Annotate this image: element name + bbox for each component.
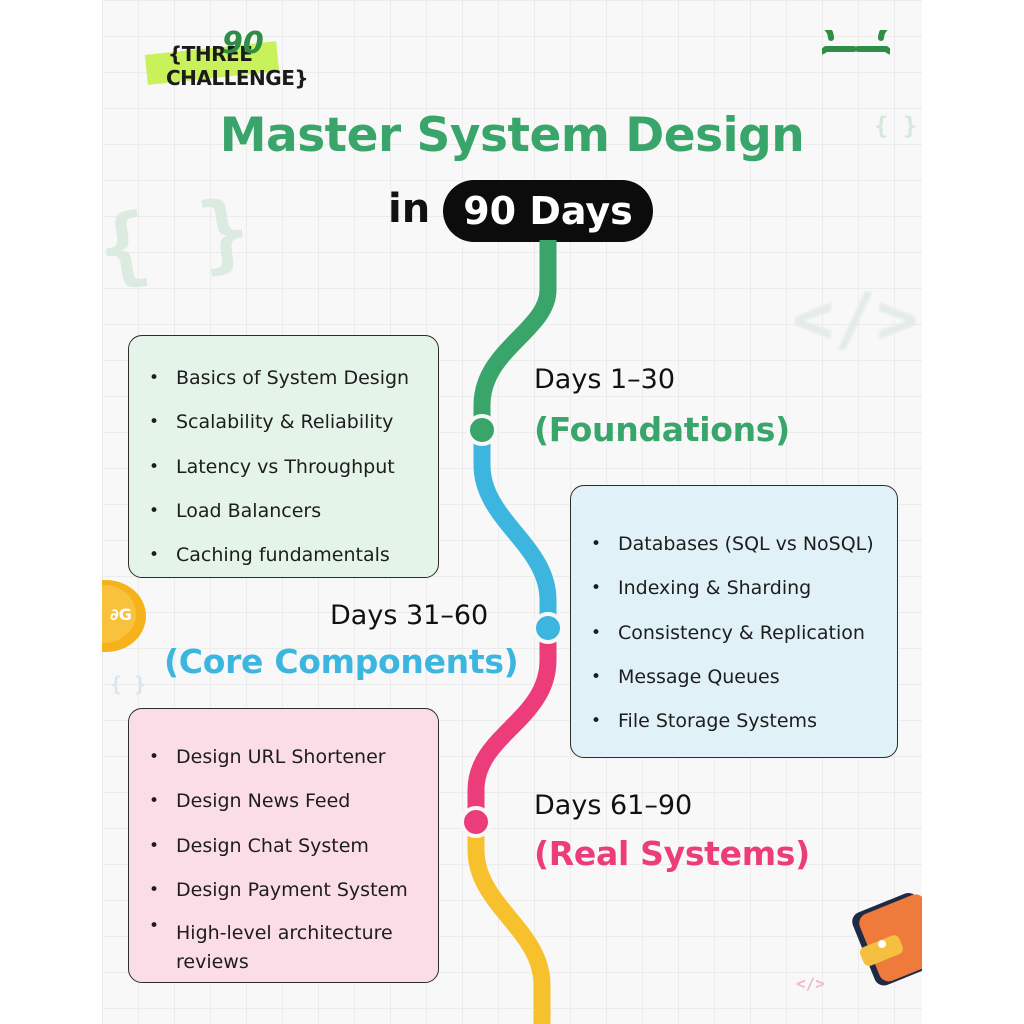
badge-line-three: {THREE xyxy=(168,42,253,66)
phase-name-real: (Real Systems) xyxy=(534,834,810,873)
subtitle-prefix: in xyxy=(388,186,431,232)
phase-name-foundations: (Foundations) xyxy=(534,410,790,449)
list-item: Design News Feed xyxy=(129,779,438,824)
phase-days-core: Days 31–60 xyxy=(330,600,489,631)
roadmap-segment-core xyxy=(473,430,557,628)
list-item: Load Balancers xyxy=(129,489,438,534)
list-item: Design Payment System xyxy=(129,868,438,913)
milestone-dot-core xyxy=(532,612,564,644)
phase-name-core: (Core Components) xyxy=(164,642,519,681)
wallet-icon xyxy=(852,892,922,986)
list-item: Caching fundamentals xyxy=(129,533,438,578)
list-item: Scalability & Reliability xyxy=(129,400,438,445)
real-systems-topics-box: Design URL Shortener Design News Feed De… xyxy=(128,708,439,983)
roadmap-segment-real xyxy=(467,628,557,822)
badge-line-challenge: CHALLENGE} xyxy=(166,66,309,90)
badge-number: 90 xyxy=(222,26,264,61)
list-item: Design URL Shortener xyxy=(129,735,438,780)
coin-icon: ∂G xyxy=(102,580,146,652)
list-item: Indexing & Sharding xyxy=(571,566,897,611)
roadmap-segment-end xyxy=(467,822,551,1024)
list-item: Databases (SQL vs NoSQL) xyxy=(571,522,897,567)
curly-braces-decoration: { } xyxy=(110,672,147,696)
list-item: High-level architecture reviews xyxy=(129,912,438,977)
list-item: Basics of System Design xyxy=(129,356,438,401)
list-item: File Storage Systems xyxy=(571,699,897,744)
list-item: Design Chat System xyxy=(129,824,438,869)
code-tag-decoration: </> xyxy=(796,974,825,993)
challenge-badge: {THREE 90 CHALLENGE} xyxy=(140,26,309,94)
svg-text:∂G: ∂G xyxy=(110,605,132,624)
milestone-dot-foundations xyxy=(466,414,498,446)
page-title: Master System Design xyxy=(219,108,805,163)
list-item: Consistency & Replication xyxy=(571,611,897,656)
days-pill: 90 Days xyxy=(443,180,653,242)
phase-days-real: Days 61–90 xyxy=(534,790,693,821)
core-components-topics-box: Databases (SQL vs NoSQL) Indexing & Shar… xyxy=(570,485,898,758)
list-item: Latency vs Throughput xyxy=(129,445,438,490)
milestone-dot-real xyxy=(460,806,492,838)
curly-braces-decoration: { } xyxy=(874,112,918,140)
foundations-topics-box: Basics of System Design Scalability & Re… xyxy=(128,335,439,578)
code-tag-decoration: </> xyxy=(792,278,919,360)
list-item: Message Queues xyxy=(571,655,897,700)
phase-days-foundations: Days 1–30 xyxy=(534,364,675,395)
roadmap-segment-foundations xyxy=(473,240,557,430)
